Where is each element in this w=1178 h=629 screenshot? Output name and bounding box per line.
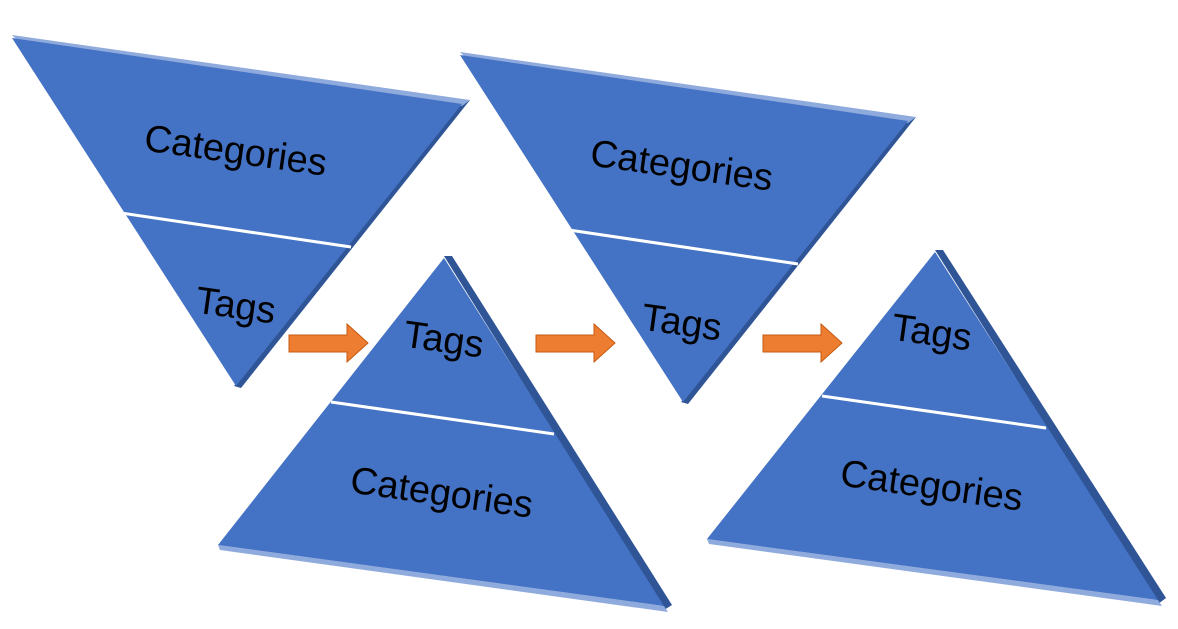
pyramid-2: Tags Categories	[218, 256, 672, 612]
pyramid-3-face	[460, 55, 908, 402]
pyramid-4-face	[707, 252, 1158, 600]
pyramid-2-side-edge	[444, 256, 672, 610]
pyramid-3-top-edge	[460, 52, 916, 123]
pyramid-4: Tags Categories	[707, 250, 1166, 606]
arrow-3-right-icon	[762, 322, 843, 364]
arrow-2-right-icon	[535, 322, 616, 364]
pyramid-4-bottom-edge	[707, 539, 1162, 606]
pyramid-1-face	[12, 38, 462, 386]
pyramid-2-divider	[330, 400, 555, 436]
pyramid-2-bottom-edge	[218, 545, 668, 612]
pyramid-1-top-edge	[12, 35, 470, 106]
pyramid-1-side-edge	[234, 100, 470, 388]
pyramid-3: Categories Tags	[460, 52, 916, 404]
pyramid-1-divider	[120, 211, 352, 249]
pyramid-1: Categories Tags	[12, 35, 470, 388]
pyramid-2-face	[218, 258, 664, 606]
pyramid-3-side-edge	[681, 117, 916, 404]
pyramid-3-divider	[568, 228, 799, 266]
pyramid-4-side-edge	[935, 250, 1166, 604]
arrow-1-right-icon	[288, 322, 369, 364]
pyramid-4-divider	[821, 394, 1047, 430]
